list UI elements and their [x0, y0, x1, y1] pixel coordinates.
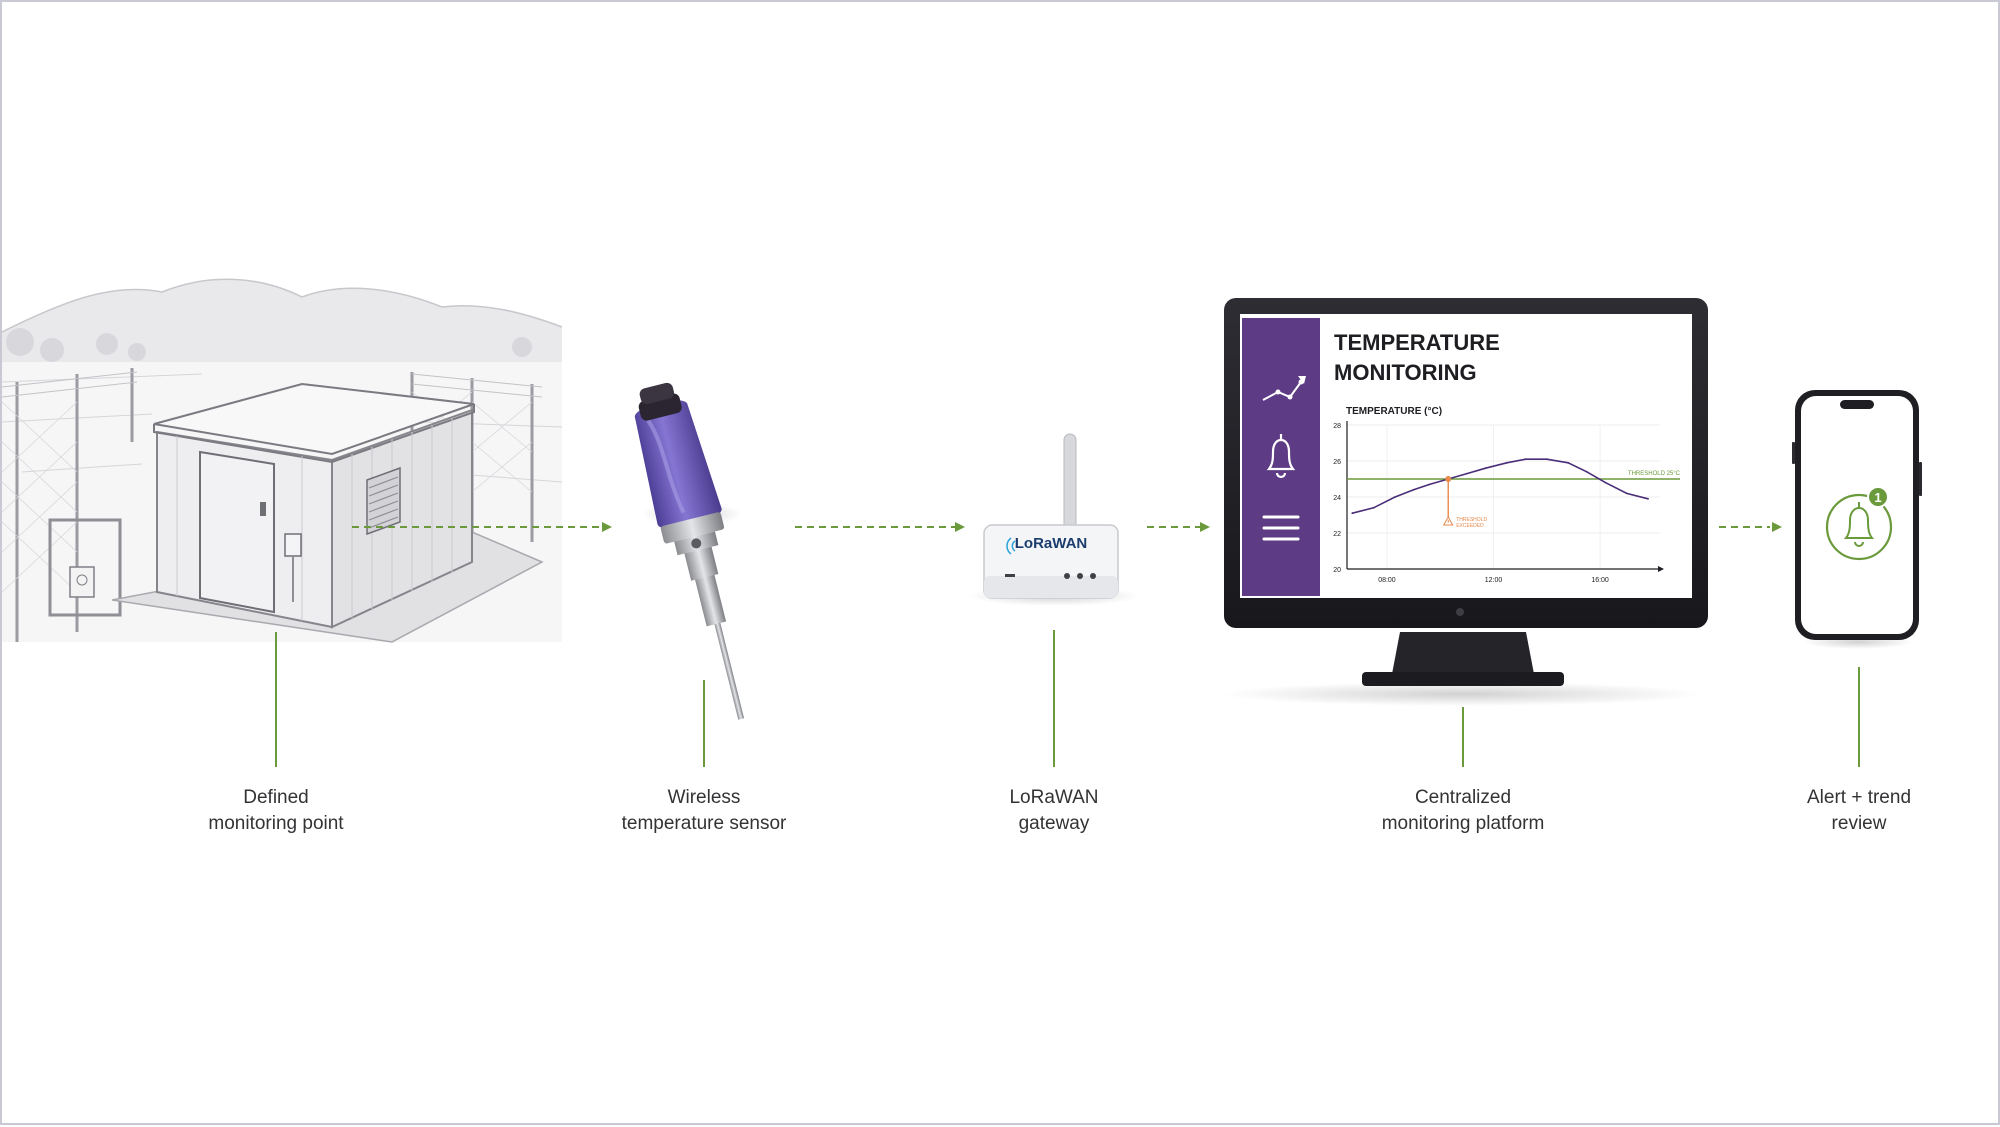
chart-ylabel: TEMPERATURE (°C)	[1346, 406, 1442, 417]
data-point-12	[1586, 471, 1588, 473]
data-point-4	[1429, 484, 1431, 486]
arrowhead-4	[1772, 522, 1782, 532]
x-tick-label-0: 08:00	[1378, 577, 1396, 584]
data-point-8	[1506, 462, 1508, 464]
platform-title: TEMPERATURE MONITORING	[1334, 328, 1500, 388]
data-point-3	[1413, 489, 1415, 491]
notification-count: 1	[1874, 490, 1881, 505]
data-point-1	[1373, 507, 1375, 509]
data-point-0	[1351, 512, 1353, 514]
arrowhead-1	[602, 522, 612, 532]
y-tick-label-4: 28	[1333, 423, 1341, 430]
platform-sidebar	[1242, 318, 1320, 596]
y-tick-label-1: 22	[1333, 531, 1341, 538]
lorawan-gateway-illustration: LoRaWAN	[969, 434, 1139, 606]
equipment-shelter-illustration	[2, 279, 562, 642]
data-point-13	[1605, 482, 1607, 484]
data-point-15	[1647, 498, 1649, 500]
arrowhead-2	[955, 522, 965, 532]
phone-screen	[1801, 396, 1913, 634]
data-point-7	[1485, 467, 1487, 469]
data-point-9	[1525, 458, 1527, 460]
x-tick-label-1: 12:00	[1485, 577, 1503, 584]
x-tick-label-2: 16:00	[1591, 577, 1609, 584]
y-tick-label-0: 20	[1333, 567, 1341, 574]
y-tick-label-2: 24	[1333, 495, 1341, 502]
exceed-marker-dot	[1445, 476, 1451, 482]
exceed-label-line2: EXCEEDED	[1456, 523, 1484, 529]
smartphone-illustration: 1	[1792, 390, 1922, 649]
threshold-label: THRESHOLD 25°C	[1628, 471, 1681, 477]
data-point-14	[1626, 493, 1628, 495]
data-point-11	[1567, 462, 1569, 464]
data-point-6	[1466, 473, 1468, 475]
data-point-2	[1394, 496, 1396, 498]
arrowhead-3	[1200, 522, 1210, 532]
data-point-10	[1546, 458, 1548, 460]
y-tick-label-3: 26	[1333, 459, 1341, 466]
lorawan-logo: LoRaWAN	[1015, 535, 1088, 552]
wireless-temperature-sensor-illustration	[625, 377, 749, 720]
